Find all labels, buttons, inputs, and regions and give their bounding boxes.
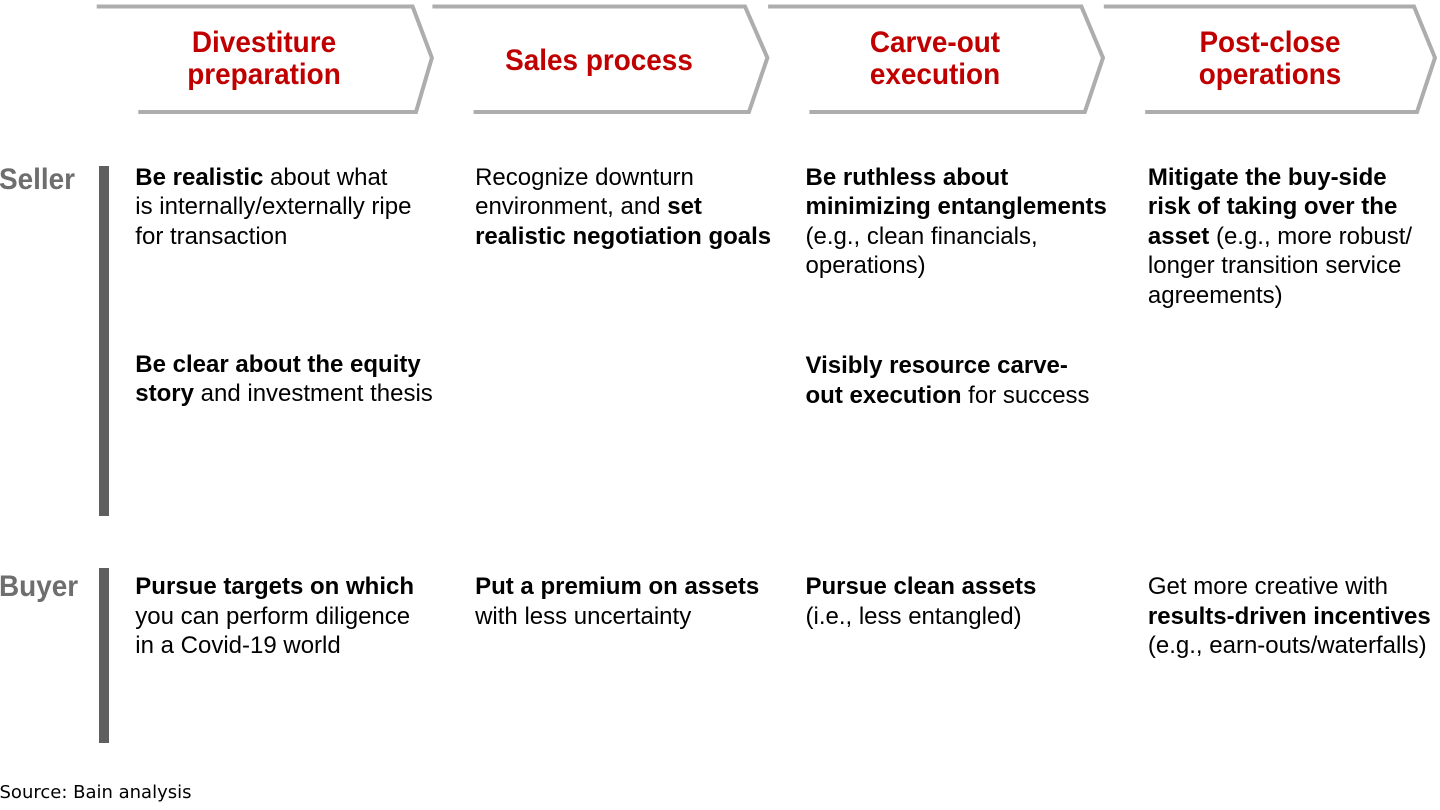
bold-text-segment: risk of taking over the <box>1147 193 1398 221</box>
text-line: Recognize downturn <box>475 163 771 193</box>
bold-text-segment: story <box>135 380 194 408</box>
text-line: Pursue clean assets <box>806 572 1037 602</box>
text-line: Visibly resource carve- <box>806 351 1090 381</box>
text-segment: environment, and <box>475 193 668 221</box>
text-line: for transaction <box>135 222 411 252</box>
bold-text-segment: Pursue clean assets <box>805 573 1037 601</box>
text-segment: with less uncertainty <box>475 602 692 630</box>
text-line: with less uncertainty <box>475 602 759 632</box>
chevron-stage-4-outline <box>1103 4 1438 114</box>
text-line: you can perform diligence <box>135 602 414 632</box>
bold-text-segment: set <box>667 193 702 221</box>
bold-text-segment: Mitigate the buy-side <box>1147 163 1387 191</box>
text-line: agreements) <box>1148 281 1412 311</box>
text-line: operations) <box>806 251 1107 281</box>
text-line: Be realistic about what <box>135 163 411 193</box>
text-line: asset (e.g., more robust/ <box>1148 222 1412 252</box>
text-line: Be ruthless about <box>806 163 1107 193</box>
process-flow-arrows <box>96 4 1438 114</box>
chevron-stage-3-outline <box>768 4 1106 114</box>
bold-text-segment: Visibly resource carve- <box>805 352 1068 380</box>
text-line: minimizing entanglements <box>806 192 1107 222</box>
text-segment: longer transition service <box>1147 252 1402 280</box>
text-segment: Recognize downturn <box>475 163 694 191</box>
text-line: environment, and set <box>475 192 771 222</box>
text-line: Mitigate the buy-side <box>1148 163 1412 193</box>
chevron-stage-1-outline <box>96 4 435 114</box>
bold-text-segment: Be realistic <box>135 163 264 191</box>
text-segment: operations) <box>805 252 926 280</box>
bold-text-segment: results-driven incentives <box>1147 602 1431 630</box>
row-label-buyer: Buyer <box>0 569 79 603</box>
text-line: results-driven incentives <box>1148 602 1431 632</box>
text-line: story and investment thesis <box>135 379 432 409</box>
text-segment: you can perform diligence <box>135 602 411 630</box>
text-segment: for success <box>961 381 1090 409</box>
text-line: (i.e., less entangled) <box>806 602 1037 632</box>
seller-carve-out-execution-block-2: Visibly resource carve-out execution for… <box>806 351 1090 410</box>
text-segment: and investment thesis <box>193 380 433 408</box>
text-line: longer transition service <box>1148 251 1412 281</box>
text-line: Pursue targets on which <box>135 572 414 602</box>
text-line: is internally/externally ripe <box>135 192 411 222</box>
bold-text-segment: asset <box>1147 222 1210 250</box>
text-line: realistic negotiation goals <box>475 222 771 252</box>
chevron-stage-2-outline <box>432 4 770 114</box>
text-segment: is internally/externally ripe <box>135 193 412 221</box>
text-segment: for transaction <box>135 222 288 250</box>
text-line: out execution for success <box>806 381 1090 411</box>
bold-text-segment: Be ruthless about <box>805 163 1009 191</box>
row-label-seller: Seller <box>0 163 76 197</box>
bold-text-segment: Be clear about the equity <box>135 350 421 378</box>
text-line: Get more creative with <box>1148 572 1431 602</box>
text-segment: agreements) <box>1147 281 1283 309</box>
text-line: Put a premium on assets <box>475 572 759 602</box>
seller-row-bar <box>99 166 109 517</box>
text-line: Be clear about the equity <box>135 350 432 380</box>
bold-text-segment: Pursue targets on which <box>135 573 415 601</box>
text-line: (e.g., clean financials, <box>806 222 1107 252</box>
text-line: in a Covid-19 world <box>135 631 414 661</box>
bold-text-segment: Put a premium on assets <box>475 573 760 601</box>
stage-label-sales-process: Sales process <box>505 43 693 77</box>
text-segment: about what <box>263 163 388 191</box>
text-segment: (e.g., earn-outs/waterfalls) <box>1147 632 1427 660</box>
text-segment: in a Covid-19 world <box>135 632 341 660</box>
text-segment: (i.e., less entangled) <box>805 602 1022 630</box>
bold-text-segment: minimizing entanglements <box>805 193 1107 221</box>
buyer-row-bar <box>99 568 109 743</box>
buyer-carve-out-execution-block-1: Pursue clean assets(i.e., less entangled… <box>806 572 1037 631</box>
bold-text-segment: realistic negotiation goals <box>475 222 772 250</box>
source-note: Source: Bain analysis <box>0 781 192 803</box>
text-segment: (e.g., more robust/ <box>1209 222 1413 250</box>
text-segment: Get more creative with <box>1147 573 1388 601</box>
text-line: (e.g., earn-outs/waterfalls) <box>1148 631 1431 661</box>
text-segment: (e.g., clean financials, <box>805 222 1038 250</box>
text-line: risk of taking over the <box>1148 192 1412 222</box>
bold-text-segment: out execution <box>805 381 962 409</box>
